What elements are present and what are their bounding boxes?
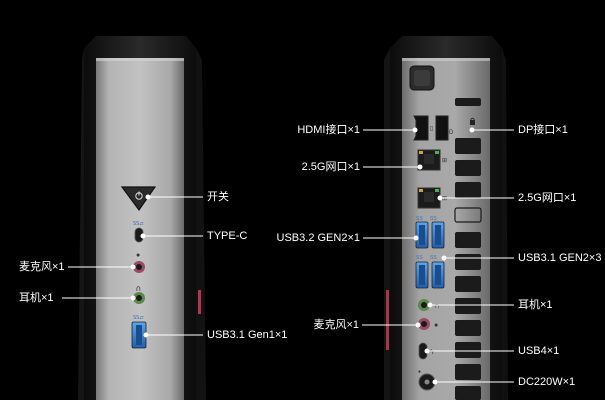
thunderbolt-icon: ϟ (430, 349, 434, 356)
front-usb-a-port: SS⇄ (131, 315, 147, 349)
label-power: 开关 (207, 191, 229, 203)
front-accent-light (198, 290, 201, 314)
label-lan2: 2.5G网口×1 (518, 192, 577, 204)
front-unit: SS⇄ ● ∩ SS⇄ (78, 36, 206, 400)
svg-text:SS⇄: SS⇄ (133, 315, 144, 321)
headphone-icon: ∩ (136, 284, 142, 293)
label-usb32: USB3.2 GEN2×1 (276, 232, 360, 244)
typec-port: SS⇄ (133, 221, 144, 243)
label-front-mic: 麦克风×1 (19, 261, 65, 273)
label-rear-mic: 麦克风×1 (313, 319, 359, 331)
label-typec: TYPE-C (207, 230, 248, 242)
rear-accent-light (386, 290, 389, 350)
svg-text:SS: SS (430, 216, 437, 222)
label-hdmi: HDMI接口×1 (297, 124, 360, 136)
front-earphone-jack: ∩ (133, 284, 145, 304)
rear-vent-grille (455, 98, 481, 400)
svg-text:SS: SS (416, 255, 423, 261)
lan-icon: ⊞ (442, 158, 447, 164)
label-usb4: USB4×1 (518, 345, 560, 357)
usb-ss-icon: SS⇄ (133, 221, 144, 227)
rear-lan-port-1: ⊞ (417, 149, 447, 171)
displayport-icon: D (449, 130, 454, 136)
rear-dp-port: D (435, 115, 454, 141)
lock-icon (470, 117, 475, 125)
svg-text:⊞: ⊞ (442, 196, 447, 202)
label-front-earphone: 耳机×1 (19, 292, 54, 304)
svg-text:SS: SS (430, 255, 437, 261)
svg-text:SS: SS (416, 216, 423, 222)
svg-text:●: ● (434, 322, 438, 329)
label-front-usb31: USB3.1 Gen1×1 (207, 329, 288, 341)
rear-hdmi-port: ▯ (413, 115, 433, 141)
dc-power-icon: ● (418, 369, 421, 375)
label-rear-earphone: 耳机×1 (518, 299, 553, 311)
label-lan1: 2.5G网口×1 (301, 161, 360, 173)
power-icon (135, 191, 143, 200)
mic-icon: ● (136, 252, 140, 259)
label-dp: DP接口×1 (518, 124, 568, 136)
rear-usb4-port: ϟ (418, 342, 434, 360)
label-usb31-rear: USB3.1 GEN2×3 (518, 252, 602, 264)
rear-mic-jack: ● (418, 318, 438, 330)
front-mic-jack: ● (133, 252, 145, 273)
label-dc: DC220W×1 (518, 376, 576, 388)
hdmi-icon: ▯ (430, 126, 433, 132)
rear-usb-block-lower: SS SS (415, 255, 445, 289)
rear-dc-port: ● (418, 369, 436, 391)
rear-unit: ▯ D ⊞ ⊞ SS SS (384, 36, 508, 400)
rear-usb-block-upper: SS SS (415, 216, 445, 249)
callout-lines (62, 127, 514, 385)
